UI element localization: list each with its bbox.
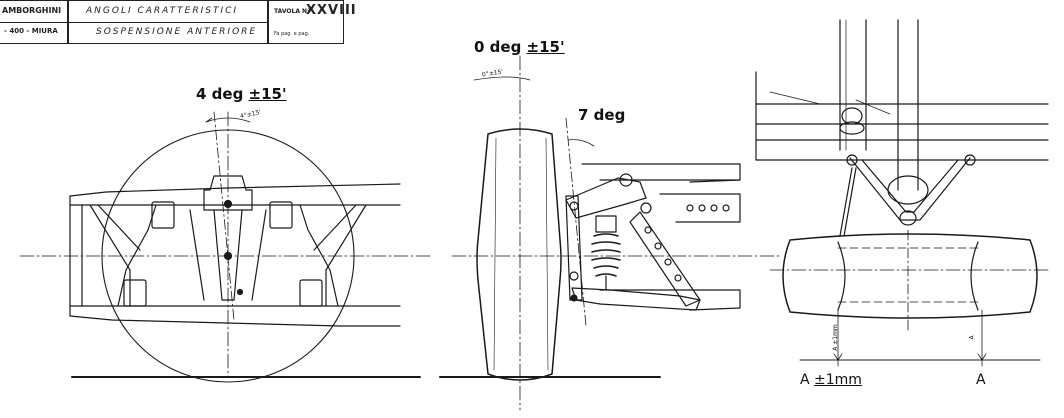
page-ref: Fa pag. e pag. <box>274 31 310 37</box>
title-line-2: SOSPENSIONE ANTERIORE <box>96 27 258 37</box>
dimension-right-small: A <box>968 335 976 340</box>
camber-value: 0 deg <box>474 38 522 56</box>
side-view-wheel <box>439 55 781 411</box>
title-divider <box>0 22 268 23</box>
dimension-right: A <box>976 372 986 388</box>
front-angle-annotation: 4 deg ±15' <box>196 85 287 103</box>
front-angle-value: 4 deg <box>196 85 244 103</box>
camber-tolerance: ±15' <box>526 38 565 56</box>
dimension-left: A ±1mm <box>800 372 862 388</box>
camber-annotation: 0 deg ±15' <box>474 38 565 56</box>
title-line-1: ANGOLI CARATTERISTICI <box>86 6 239 16</box>
kingpin-annotation: 7 deg <box>578 106 626 124</box>
dimension-left-tolerance: ±1mm <box>814 372 862 388</box>
front-view-frame <box>19 111 431 383</box>
wheel-view <box>755 19 1051 367</box>
side-view-suspension <box>565 163 741 311</box>
plate-cell <box>268 0 344 44</box>
maker-label: AMBORGHINI <box>2 6 62 15</box>
model-label: - 400 - MIURA <box>4 27 58 35</box>
front-angle-tolerance: ±15' <box>248 85 287 103</box>
dimension-left-small: A ±1mm <box>831 324 839 351</box>
plate-label: TAVOLA N° <box>274 8 311 15</box>
plate-number: XXVIII <box>306 3 357 18</box>
dimension-left-letter: A <box>800 372 810 388</box>
